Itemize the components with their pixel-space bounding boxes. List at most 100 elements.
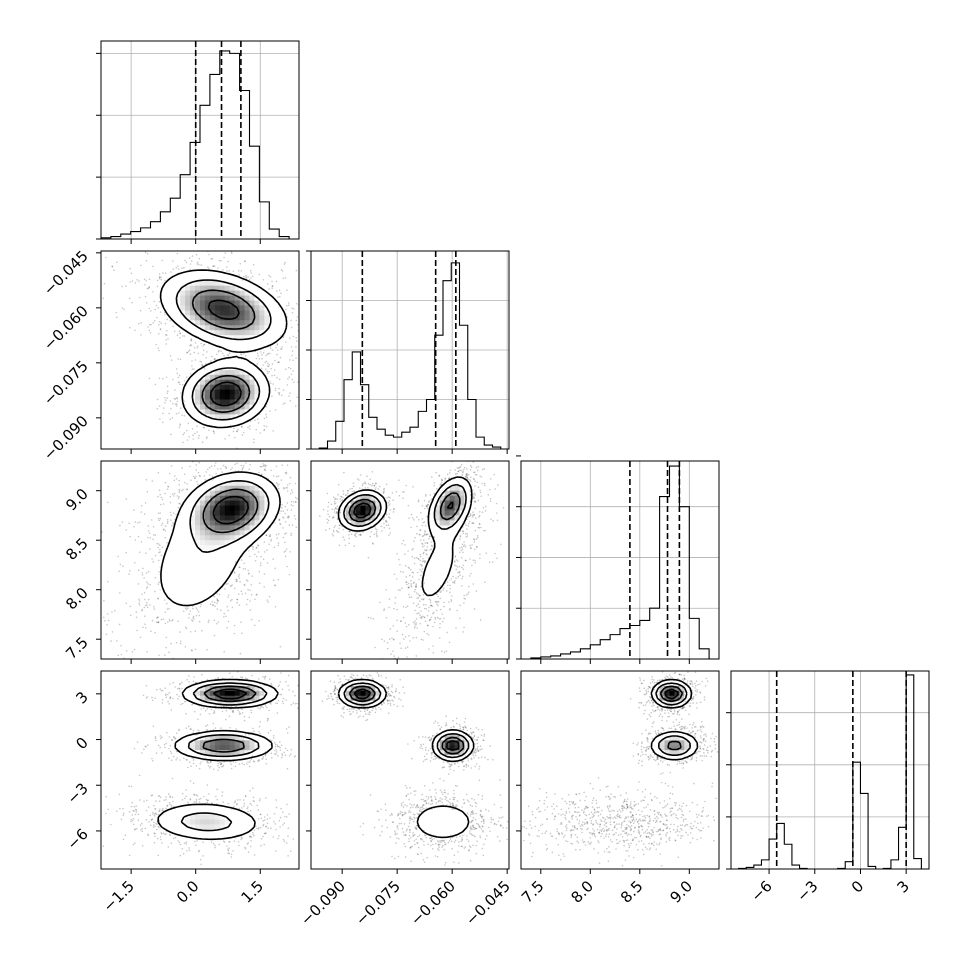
scatter-point [134,539,137,541]
scatter-point [266,353,269,356]
density-cell [259,389,265,395]
scatter-point [223,256,225,259]
scatter-point [142,567,144,570]
scatter-point [291,489,293,491]
scatter-point [133,526,135,528]
density-cell [249,379,255,386]
scatter-point [284,533,286,535]
density-cell [214,359,221,366]
scatter-point [156,407,159,410]
scatter-point [278,483,280,486]
scatter-point [147,598,150,601]
scatter-point [208,466,211,469]
scatter-point [281,346,283,348]
panel-frame [100,40,300,240]
scatter-point [148,329,151,332]
density-cell [190,330,196,336]
panel-frame [100,250,300,450]
density-cell [234,290,240,296]
scatter-point [157,621,160,623]
density-cell [180,285,186,291]
scatter-point [67,223,69,225]
scatter-point [182,664,184,666]
scatter-point [284,402,286,405]
scatter-point [194,432,196,435]
scatter-point [136,279,138,281]
scatter-point [267,362,269,365]
scatter-point [179,332,182,335]
scatter-point [128,681,130,683]
scatter-point [238,566,241,568]
scatter-point [184,481,186,484]
density-cell [239,310,245,316]
scatter-point [256,456,258,458]
scatter-point [129,281,131,283]
scatter-point [208,474,211,476]
scatter-point [260,351,262,353]
scatter-point [151,619,154,622]
density-cell [180,270,186,277]
density-cell [209,285,216,291]
scatter-point [291,326,293,329]
density-cell [214,310,221,316]
scatter-point [263,551,266,553]
scatter-point [285,308,287,311]
density-cell [195,404,201,410]
scatter-point [245,274,247,277]
scatter-point [271,280,273,283]
scatter-point [199,605,202,608]
scatter-point [159,311,162,313]
scatter-point [196,480,198,483]
scatter-point [145,552,147,554]
density-cell [170,295,176,301]
scatter-point [172,325,174,328]
scatter-point [291,491,294,494]
scatter-point [149,243,151,245]
density-cell [264,330,270,336]
scatter-point [255,547,258,549]
scatter-point [164,397,166,399]
contour-level [175,279,272,421]
scatter-point [271,287,274,289]
scatter-point [157,543,160,545]
density-cell [185,379,191,386]
density-cell [239,384,245,390]
scatter-point [169,355,172,357]
scatter-point [169,472,171,475]
scatter-point [170,519,172,521]
density-cell [244,394,250,400]
density-cell [229,280,236,287]
density-cell [254,340,260,346]
scatter-point [209,603,212,605]
density-cell [234,399,240,405]
scatter-point [147,525,149,527]
scatter-point [134,521,137,523]
density-cell [200,404,206,410]
panel-frame [310,250,510,450]
density-cell [219,340,226,346]
density-cell [249,285,255,291]
scatter-point [203,475,206,477]
density-cell [234,364,240,371]
scatter-point [284,261,287,264]
scatter-point [139,521,141,523]
scatter-point [237,428,239,431]
scatter-point [161,546,164,548]
scatter-point [188,349,191,351]
scatter-point [162,412,164,415]
scatter-point [157,472,160,474]
scatter-point [290,532,293,535]
density-cell [219,384,226,390]
density-cell [264,335,270,341]
scatter-point [301,320,303,322]
scatter-point [288,366,290,369]
scatter-point [113,269,115,272]
scatter-point [279,523,282,525]
scatter-point [194,477,196,479]
scatter-point [160,503,162,506]
scatter-point [278,393,281,396]
scatter-point [282,536,285,539]
scatter-point [290,504,293,506]
scatter-point [144,251,147,254]
scatter-point [259,432,262,434]
